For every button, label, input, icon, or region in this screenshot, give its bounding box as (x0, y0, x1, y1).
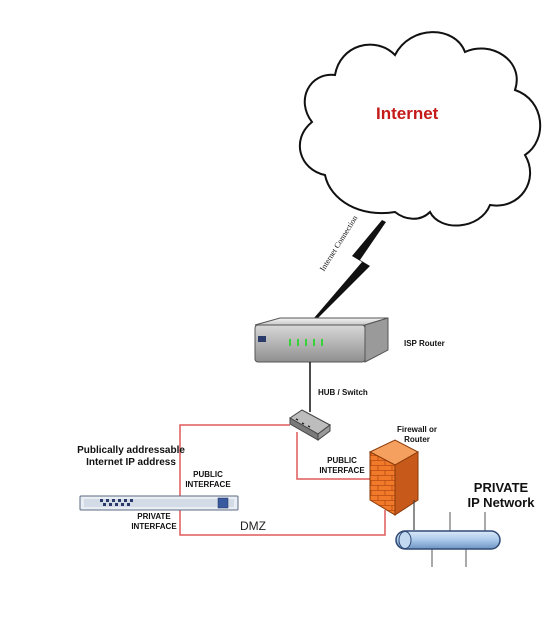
server-public-interface-label: PUBLIC INTERFACE (180, 470, 236, 490)
firewall-label-line2: Router (404, 435, 430, 444)
dmz-label: DMZ (240, 519, 266, 533)
router-icon (254, 317, 389, 363)
publically-line1: Publically addressable (77, 445, 185, 456)
private-interface-label: PRIVATE INTERFACE (126, 512, 182, 532)
srv-public-line1: PUBLIC (193, 470, 223, 479)
private-interface-line2: INTERFACE (131, 522, 177, 531)
network-bus-icon (395, 512, 501, 567)
firewall-brick-icon (368, 439, 420, 516)
publically-line2: Internet IP address (86, 457, 176, 468)
switch-icon (289, 409, 331, 441)
firewall-label-line1: Firewall or (396, 425, 437, 434)
fw-public-line1: PUBLIC (327, 456, 357, 465)
fw-public-line2: INTERFACE (319, 466, 365, 475)
srv-public-line2: INTERFACE (185, 480, 231, 489)
firewall-public-interface-label: PUBLIC INTERFACE (314, 456, 370, 476)
private-interface-line1: PRIVATE (137, 512, 171, 521)
publically-addressable-label: Publically addressable Internet IP addre… (56, 445, 206, 469)
hub-switch-label: HUB / Switch (318, 388, 368, 397)
firewall-label: Firewall or Router (392, 425, 442, 445)
private-net-line1: PRIVATE (473, 480, 529, 495)
private-net-line2: IP Network (467, 495, 535, 510)
red-links (179, 424, 386, 536)
private-network-label: PRIVATE IP Network (466, 480, 536, 510)
rack-server-icon (79, 495, 239, 511)
isp-router-label: ISP Router (404, 339, 445, 348)
cloud-icon (298, 31, 542, 227)
internet-label: Internet (376, 104, 439, 123)
lightning-bolt-icon (314, 220, 386, 318)
